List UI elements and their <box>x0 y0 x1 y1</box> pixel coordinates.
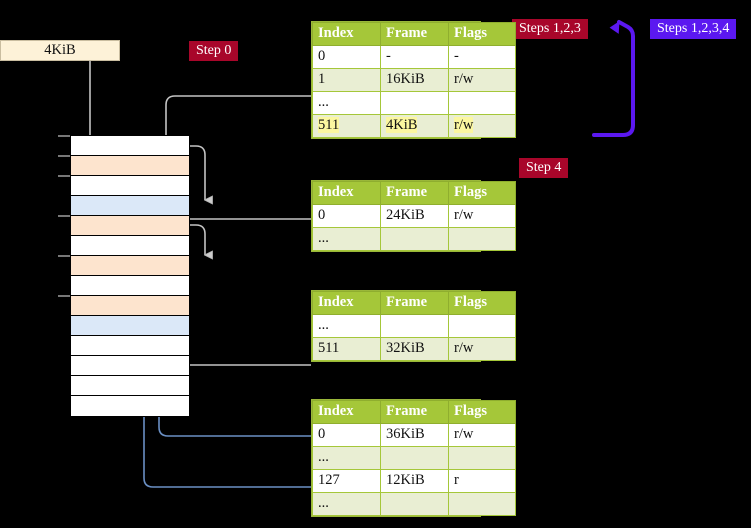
frame-cell <box>380 314 449 338</box>
index-cell: ... <box>312 314 381 338</box>
memory-frame-row <box>70 335 190 357</box>
frame-cell: - <box>380 45 449 69</box>
table-row: ... <box>312 91 516 115</box>
table-row: ... <box>312 446 516 470</box>
memory-row-tick <box>58 255 70 257</box>
frame-cell <box>380 446 449 470</box>
flags-cell: r/w <box>448 337 516 361</box>
frame-cell: 32KiB <box>380 337 449 361</box>
badge-step-4: Step 4 <box>519 158 569 178</box>
flags-cell: r <box>448 469 516 493</box>
physical-memory-column <box>58 135 190 417</box>
flags-cell <box>448 227 516 251</box>
memory-row-tick <box>58 175 70 177</box>
memory-frame-row <box>70 235 190 257</box>
memory-frame-row <box>70 215 190 237</box>
index-cell: ... <box>312 446 381 470</box>
memory-frame-row <box>70 195 190 217</box>
flags-cell: r/w <box>448 68 516 92</box>
flags-cell: r/w <box>448 423 516 447</box>
memory-frame-row <box>70 315 190 337</box>
index-cell: 1 <box>312 68 381 92</box>
table-row: 0-- <box>312 45 516 69</box>
column-header-index: Index <box>312 181 381 205</box>
memory-frame-row <box>70 295 190 317</box>
memory-frame-row <box>70 135 190 157</box>
frame-cell: 24KiB <box>380 204 449 228</box>
badge-steps-123: Steps 1,2,3 <box>512 19 588 39</box>
memory-frame-row <box>70 175 190 197</box>
index-cell: 0 <box>312 204 381 228</box>
column-header-index: Index <box>312 291 381 315</box>
index-cell: ... <box>312 492 381 516</box>
index-cell: 0 <box>312 45 381 69</box>
flags-cell <box>448 91 516 115</box>
column-header-flags: Flags <box>448 22 516 46</box>
frame-cell: 4KiB <box>380 114 449 138</box>
memory-row-tick <box>58 155 70 157</box>
column-header-index: Index <box>312 22 381 46</box>
badge-step-0: Step 0 <box>189 41 239 61</box>
table-row: ... <box>312 227 516 251</box>
connector-memory-to-table3 <box>181 224 311 366</box>
memory-frame-row <box>70 355 190 377</box>
memory-frame-row <box>70 395 190 417</box>
frame-cell: 16KiB <box>380 68 449 92</box>
badge-steps-1234: Steps 1,2,3,4 <box>650 19 737 39</box>
column-header-frame: Frame <box>380 181 449 205</box>
index-cell: ... <box>312 227 381 251</box>
flags-cell: r/w <box>448 204 516 228</box>
memory-frame-row <box>70 155 190 177</box>
index-cell: 511 <box>312 114 381 138</box>
table-row: ... <box>312 314 516 338</box>
column-header-frame: Frame <box>380 22 449 46</box>
index-cell: 511 <box>312 337 381 361</box>
frame-cell <box>380 91 449 115</box>
memory-row-tick <box>58 135 70 137</box>
index-cell: ... <box>312 91 381 115</box>
column-header-flags: Flags <box>448 400 516 424</box>
memory-frame-row <box>70 255 190 277</box>
column-header-frame: Frame <box>380 291 449 315</box>
flags-cell <box>448 314 516 338</box>
index-cell: 127 <box>312 469 381 493</box>
memory-row-tick <box>58 215 70 217</box>
memory-frame-row <box>70 375 190 397</box>
memory-frame-row <box>70 275 190 297</box>
table-row: ... <box>312 492 516 516</box>
frame-cell <box>380 492 449 516</box>
column-header-frame: Frame <box>380 400 449 424</box>
frame-cell: 36KiB <box>380 423 449 447</box>
flags-cell <box>448 446 516 470</box>
connector-memory-to-table2 <box>190 145 311 220</box>
column-header-flags: Flags <box>448 181 516 205</box>
memory-row-tick <box>58 295 70 297</box>
index-cell: 0 <box>312 423 381 447</box>
memory-box-4kib: 4KiB <box>0 40 120 61</box>
frame-cell <box>380 227 449 251</box>
frame-cell: 12KiB <box>380 469 449 493</box>
flags-cell: r/w <box>448 114 516 138</box>
column-header-index: Index <box>312 400 381 424</box>
memory-box-label: 4KiB <box>44 42 76 58</box>
flags-cell <box>448 492 516 516</box>
column-header-flags: Flags <box>448 291 516 315</box>
arrow-steps-loop <box>592 20 635 137</box>
flags-cell: - <box>448 45 516 69</box>
